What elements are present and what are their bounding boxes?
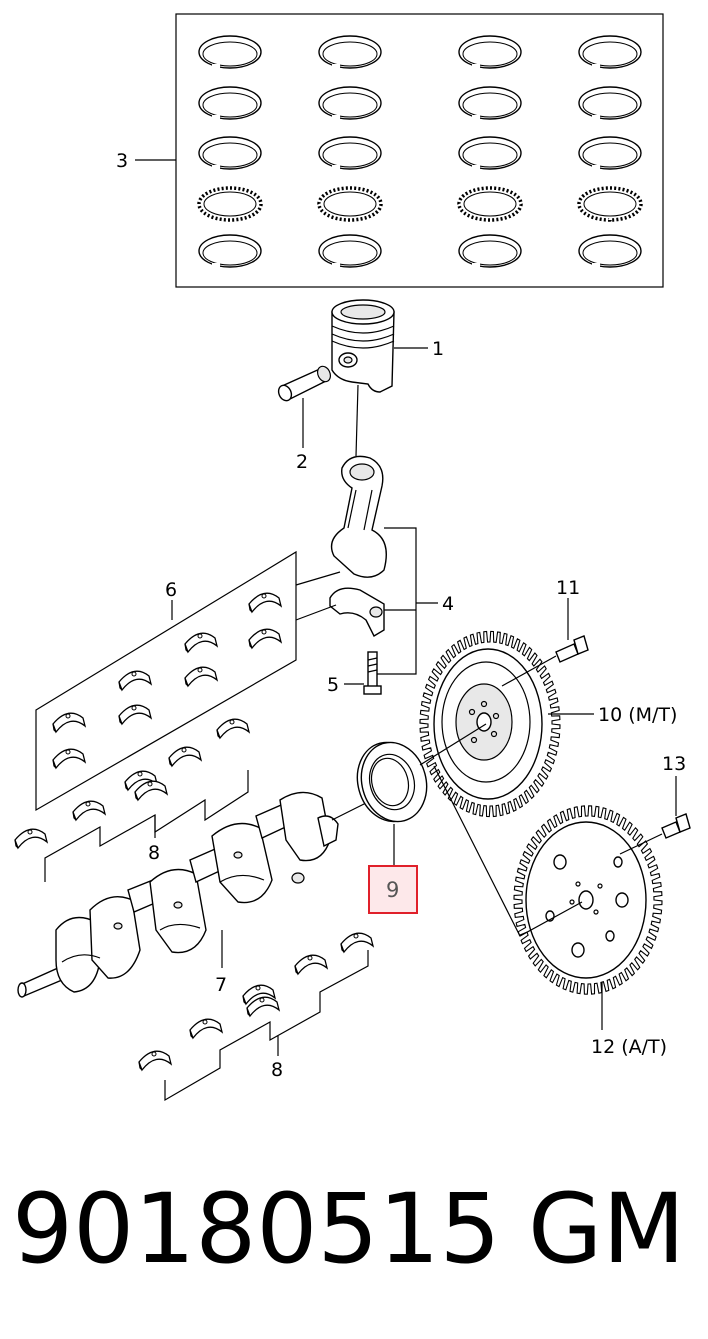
piston-ring [318,234,382,268]
piston-ring [578,86,642,120]
callout-2: 2 [296,451,308,473]
rod-bearing-shell [184,666,219,688]
callout-8-lower: 8 [271,1059,283,1081]
callout-8-upper: 8 [148,842,160,864]
piston-ring [317,186,383,222]
rod-bearing-shell [248,592,283,614]
rod-bearing-shell [184,632,219,654]
main-bearing-shell [216,718,251,740]
part-number: 90180515 [12,1173,501,1285]
piston-ring [318,136,382,170]
piston-ring [578,136,642,170]
main-bearings-lower [138,932,375,1102]
main-bearing-shell [189,1018,224,1040]
piston-ring [198,86,262,120]
callout-1: 1 [432,338,444,360]
piston-ring [578,234,642,268]
callout-3: 3 [116,150,128,172]
main-bearing-shell [242,984,277,1006]
crankshaft [17,791,339,998]
rod-bearing-shell [248,628,283,650]
callout-9: 9 [386,878,399,902]
rod-bearing-set [35,550,297,812]
main-bearing-shell [72,800,107,822]
crankshaft-rear-oil-seal [356,741,428,823]
piston-ring [318,35,382,69]
piston-ring [457,186,523,222]
flexplate-bolt [661,813,691,839]
piston-ring [197,186,263,222]
piston-ring [318,86,382,120]
piston-ring [458,86,522,120]
callout-11: 11 [556,577,580,599]
main-bearing-shell [138,1050,173,1072]
piston-ring [198,234,262,268]
piston-ring-set [175,13,664,288]
flywheel-manual [419,630,561,818]
main-bearing-shell [134,780,169,802]
piston-ring [577,186,643,222]
callout-6: 6 [165,579,177,601]
main-bearing-shell [14,828,49,850]
piston [331,299,395,393]
piston-ring [578,35,642,69]
callout-13: 13 [662,753,686,775]
connecting-rod [329,455,387,637]
callout-7: 7 [215,974,227,996]
flywheel-bolt [555,635,589,663]
callout-4: 4 [442,593,454,615]
main-bearing-shell [340,932,375,954]
rod-bearing-shell [118,670,153,692]
rod-bearing-shell [118,704,153,726]
piston-ring [198,35,262,69]
piston-ring [458,136,522,170]
piston-ring [198,136,262,170]
rod-bolt [363,651,382,695]
rod-bearing-shell [52,748,87,770]
callout-12: 12 (A/T) [591,1036,667,1058]
brand-name: GM [528,1173,685,1285]
part-9-highlight-box[interactable] [368,865,418,914]
callout-10: 10 (M/T) [598,704,677,726]
piston-pin [277,365,332,402]
piston-ring [458,35,522,69]
main-bearing-shell [246,996,281,1018]
rod-bearing-shell [52,712,87,734]
callout-5: 5 [327,674,339,696]
flexplate-automatic [513,805,663,995]
piston-ring [458,234,522,268]
main-bearing-shell [168,746,203,768]
main-bearing-shell [294,954,329,976]
